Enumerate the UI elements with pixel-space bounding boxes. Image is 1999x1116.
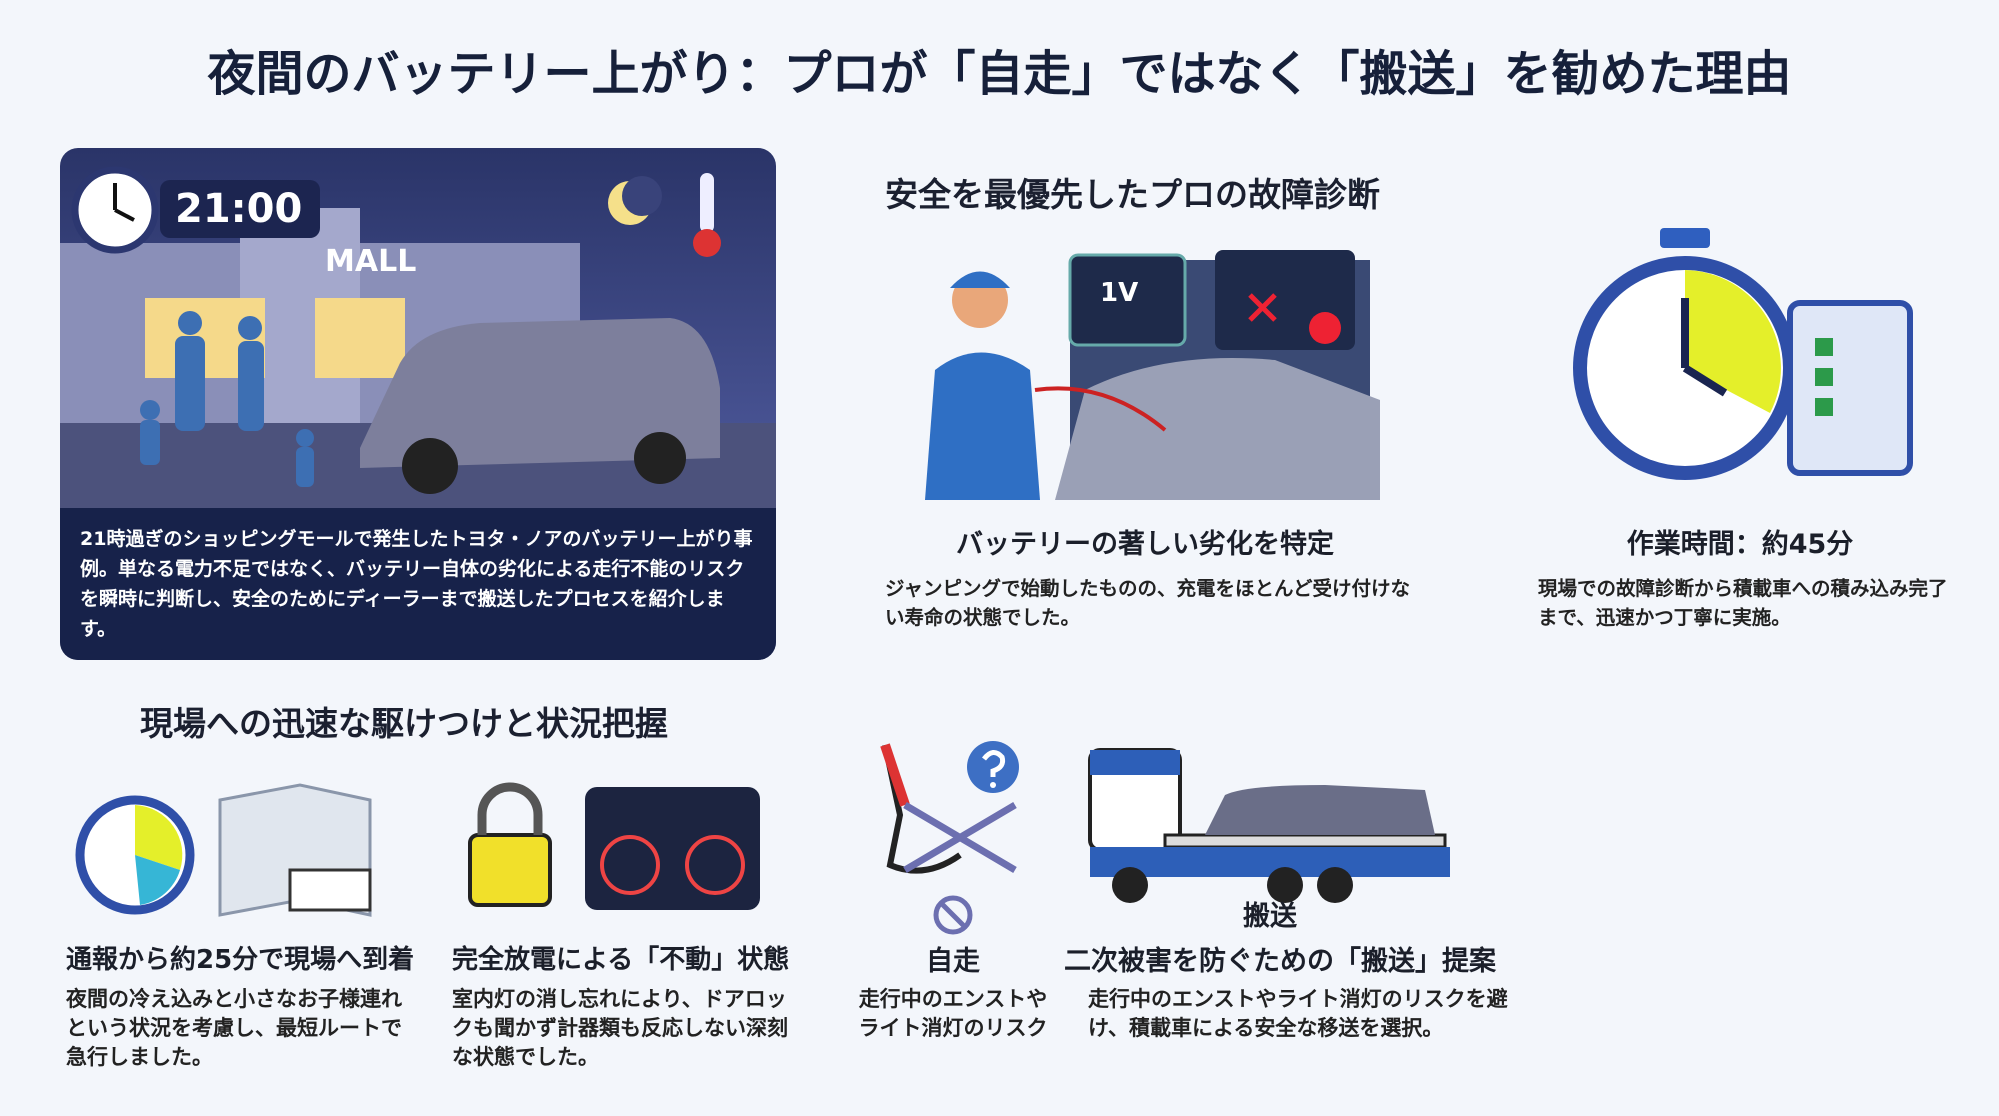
- hero-photo: 21:00 MALL 21時過ぎのショッピングモールで発生したトヨタ・ノアのバッ…: [60, 148, 776, 660]
- tow-title: 二次被害を防ぐための「搬送」提案: [1064, 946, 1496, 977]
- clock-time: 21:00: [175, 186, 303, 232]
- hero-caption: 21時過ぎのショッピングモールで発生したトヨタ・ノアのバッテリー上がり事例。単な…: [60, 508, 776, 660]
- diagnosis-item-body: ジャンピングで始動したものの、充電をほとんど受け付けない寿命の状態でした。: [885, 577, 1410, 629]
- night-mall-illustration: [60, 166, 776, 538]
- self-drive-title: 自走: [926, 946, 980, 977]
- work-time-title: 作業時間：約45分: [1626, 529, 1854, 560]
- transport-illustrations: [880, 741, 1450, 935]
- page-title: 夜間のバッテリー上がり：プロが「自走」ではなく「搬送」を勧めた理由: [207, 46, 1792, 102]
- diagnosis-item-title: バッテリーの著しい劣化を特定: [956, 529, 1334, 560]
- self-drive-body: 走行中のエンストやライト消灯のリスク: [858, 987, 1048, 1040]
- work-time-body: 現場での故障診断から積載車への積み込み完了まで、迅速かつ丁寧に実施。: [1538, 577, 1948, 629]
- padlock-icon: [468, 833, 552, 907]
- arrival-item-title: 通報から約25分で現場へ到着: [66, 945, 415, 975]
- prohibited-icon: [933, 895, 973, 935]
- mall-sign: MALL: [325, 244, 417, 279]
- question-icon: [967, 741, 1019, 793]
- jumper-cable-icon: [882, 744, 962, 874]
- tow-label: 搬送: [1243, 901, 1297, 932]
- diagnosis-heading: 安全を最優先したプロの故障診断: [885, 175, 1380, 214]
- ambulance-icon: [288, 868, 372, 912]
- arrival-item-body: 夜間の冷え込みと小さなお子様連れという状況を考慮し、最短ルートで急行しました。: [66, 987, 402, 1069]
- mechanic-battery-test-illustration: [925, 250, 1380, 500]
- tow-body: 走行中のエンストやライト消灯のリスクを避け、積載車による安全な移送を選択。: [1088, 987, 1508, 1040]
- arrival-icons: [75, 782, 760, 917]
- dashboard-icon: [585, 787, 760, 910]
- voltage-reading: 1V: [1100, 278, 1139, 308]
- stopwatch-clipboard-icon: [1573, 228, 1913, 480]
- discharge-item-body: 室内灯の消し忘れにより、ドアロックも聞かず計器類も反応しない深刻な状態でした。: [452, 987, 788, 1069]
- discharge-item-title: 完全放電による「不動」状態: [452, 945, 790, 975]
- arrival-heading: 現場への迅速な駆けつけと状況把握: [140, 704, 668, 743]
